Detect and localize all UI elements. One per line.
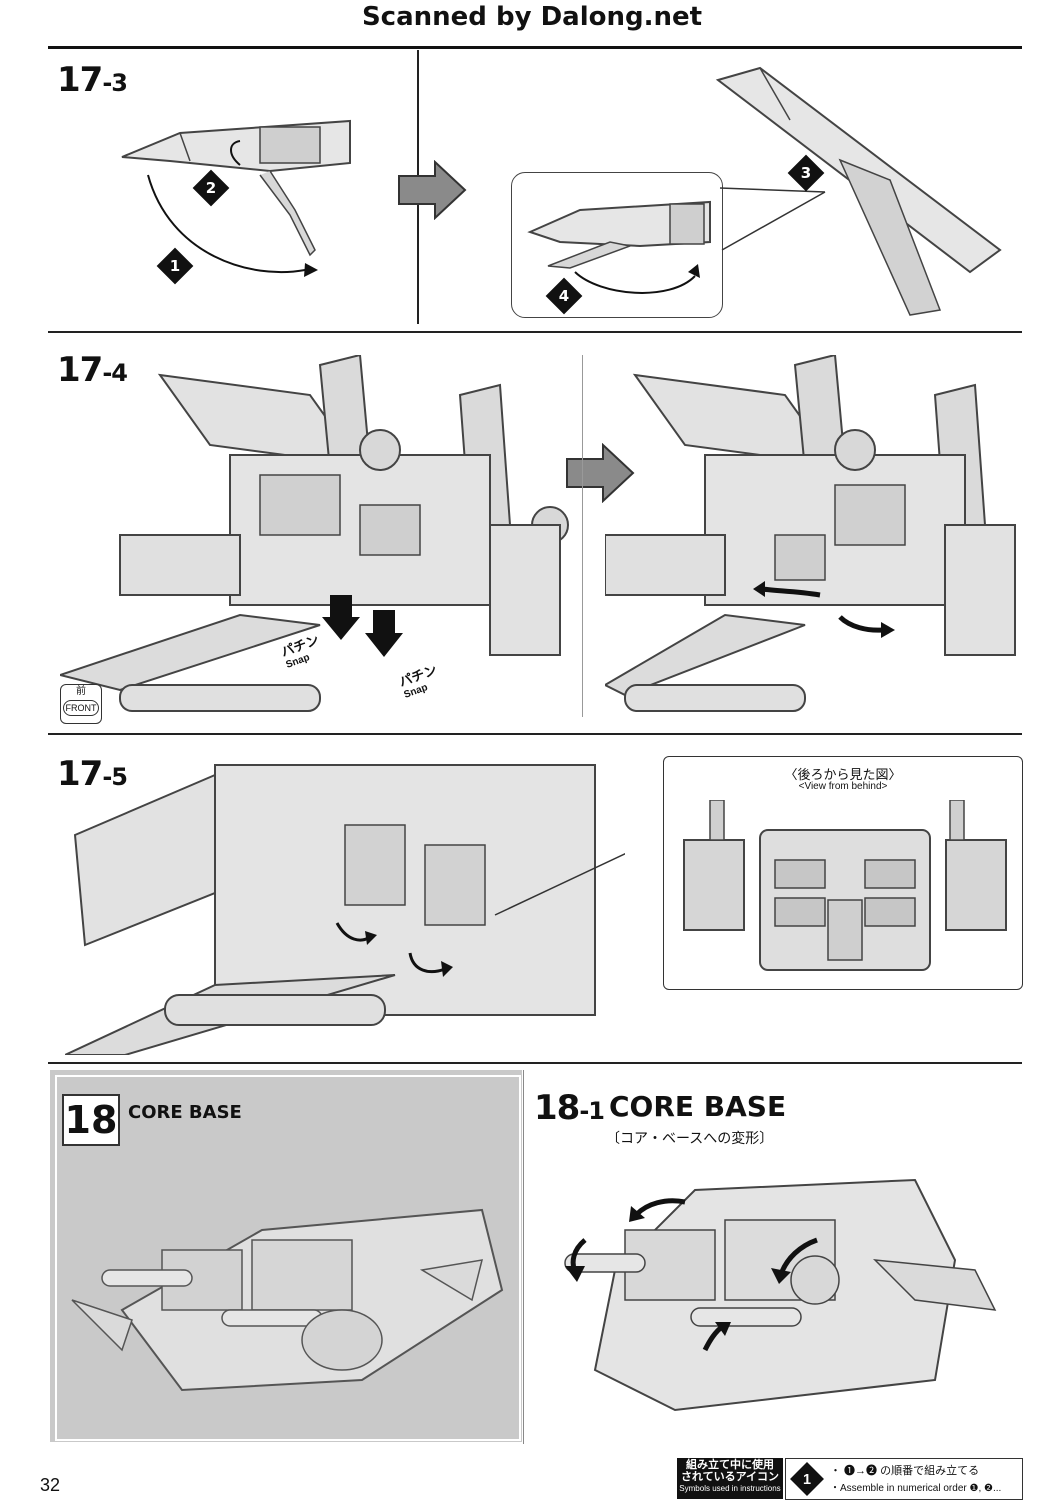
step-17-4-number: 17-4 — [57, 350, 128, 390]
behind-view-title-jp: 〈後ろから見た図〉 — [784, 767, 902, 782]
order-symbol-icon: 1 — [790, 1462, 824, 1496]
next-arrow-icon — [398, 160, 467, 220]
front-tag: 前 FRONT — [60, 684, 102, 724]
marker-3-label: 3 — [800, 164, 812, 182]
step-18-number: 18 — [62, 1094, 120, 1146]
icon-legend-en: Symbols used in instructions — [679, 1484, 781, 1493]
step-18-1-main: 18 — [534, 1088, 580, 1128]
front-tag-en: FRONT — [63, 700, 99, 716]
marker-4-label: 4 — [558, 287, 570, 305]
step-18-1-number: 18-1 — [534, 1088, 605, 1128]
scan-credit-header: Scanned by Dalong.net — [361, 2, 703, 32]
step-18-inner-border — [55, 1075, 521, 1441]
step-17-4-sub: -4 — [102, 359, 128, 387]
assembly-right-illustration — [605, 355, 1016, 712]
step-18-1-sub: -1 — [579, 1097, 605, 1125]
top-rule — [48, 46, 1022, 49]
diagonal-wing-illustration — [715, 66, 1002, 316]
step-17-5-sub: -5 — [102, 763, 128, 791]
after-panel — [582, 355, 1023, 717]
order-text-en: ・Assemble in numerical order ❶, ❷... — [830, 1483, 1002, 1494]
marker-2-label: 2 — [205, 179, 217, 197]
icon-legend-jp-1: 組み立て中に使用 — [686, 1459, 774, 1471]
callout-lines — [719, 187, 826, 251]
step-17-4-main: 17 — [57, 350, 103, 390]
front-tag-jp: 前 — [76, 686, 86, 697]
order-text-jp: ・ ❶→❷ の順番で組み立てる — [830, 1465, 980, 1477]
rule-17-3-bottom — [48, 331, 1022, 333]
step-17-3-number: 17-3 — [57, 60, 128, 100]
rule-17-4-bottom — [48, 733, 1022, 735]
step-17-3-main: 17 — [57, 60, 103, 100]
step-18-title: CORE BASE — [128, 1102, 242, 1123]
step-17-5-main: 17 — [57, 754, 103, 794]
icon-legend-label: 組み立て中に使用 されているアイコン Symbols used in instr… — [677, 1458, 783, 1499]
page-number: 32 — [40, 1475, 61, 1495]
assembly-left-illustration — [60, 355, 569, 712]
step-18-1-title: CORE BASE — [609, 1090, 787, 1123]
next-arrow-icon-2 — [566, 443, 635, 503]
behind-view-illustration — [683, 800, 1007, 971]
core-base-photo-illustration — [71, 1208, 504, 1392]
core-base-transform-illustration — [564, 1178, 997, 1412]
step-17-5-number: 17-5 — [57, 754, 128, 794]
icon-legend-jp-2: されているアイコン — [680, 1471, 780, 1483]
inset-part-illustration — [527, 200, 711, 294]
divider-18 — [523, 1070, 524, 1444]
icon-legend-box — [785, 1458, 1023, 1500]
order-symbol-number: 1 — [802, 1471, 811, 1487]
behind-view-title-en: <View from behind> — [798, 781, 888, 792]
step-17-3-sub: -3 — [102, 69, 128, 97]
marker-1-label: 1 — [169, 257, 181, 275]
wing-part-illustration — [121, 119, 351, 277]
assembly-17-5-illustration — [65, 764, 625, 1055]
rule-18-top — [48, 1062, 1022, 1064]
step-18-1-subtitle: 〔コア・ベースへの変形〕 — [606, 1130, 774, 1146]
